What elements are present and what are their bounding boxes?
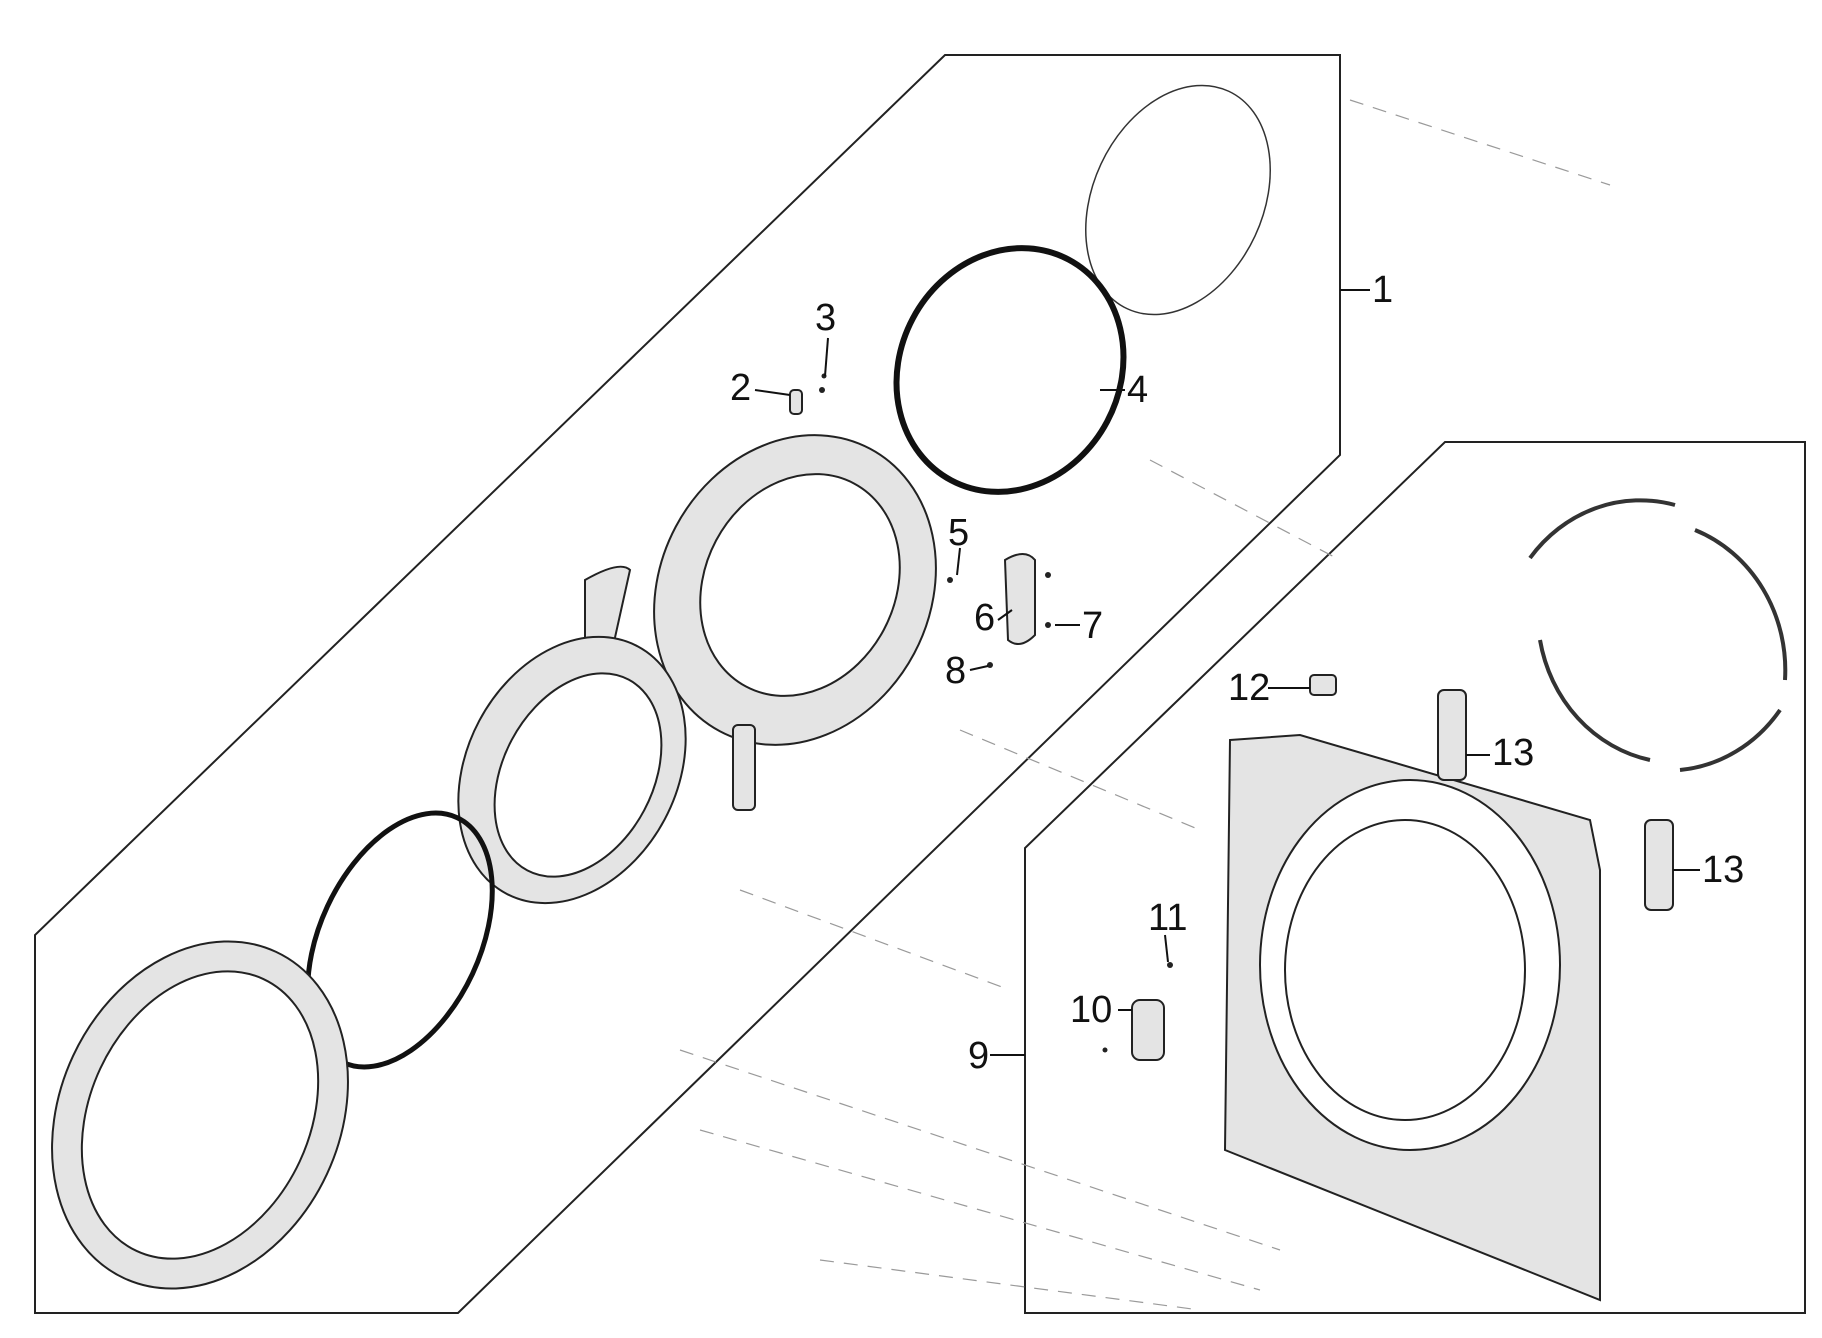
callout-6: 6: [974, 597, 995, 639]
callout-9: 9: [968, 1035, 989, 1077]
door-outer-frame: [457, 635, 687, 905]
hinge-bracket-13-upper: [1437, 689, 1467, 781]
callout-12: 12: [1228, 667, 1270, 709]
callout-1: 1: [1372, 269, 1393, 311]
leader-lines: [754, 289, 1700, 1056]
split-ring: [1528, 498, 1788, 772]
callout-13-upper: 13: [1492, 732, 1534, 774]
switch-10: [1131, 999, 1165, 1061]
callout-8: 8: [945, 650, 966, 692]
callout-13-lower: 13: [1702, 849, 1744, 891]
door-inner-frame: [653, 434, 937, 746]
lock-bracket: [732, 724, 756, 811]
connector-12: [1309, 674, 1337, 696]
door-gasket-ring: [893, 245, 1127, 495]
door-assembly-panel: [34, 54, 1341, 1314]
callout-5: 5: [948, 512, 969, 554]
front-panel-frame: [1024, 441, 1806, 1314]
callout-10: 10: [1070, 989, 1112, 1031]
door-cover: [51, 940, 349, 1290]
callout-3: 3: [815, 297, 836, 339]
hinge-pin: [789, 373, 827, 415]
callout-2: 2: [730, 367, 751, 409]
callouts: 1 2 3 4 5 6 7 8 9 10 11 12 13 13: [730, 269, 1744, 1077]
hinge-bracket: [947, 553, 1051, 668]
door-glass: [1085, 84, 1271, 316]
callout-4: 4: [1127, 369, 1148, 411]
callout-11: 11: [1148, 897, 1187, 939]
callout-7: 7: [1082, 605, 1103, 647]
guide-lines: [679, 99, 1611, 1311]
hinge-bracket-13-lower: [1644, 819, 1674, 911]
front-panel-body: [1223, 733, 1601, 1302]
